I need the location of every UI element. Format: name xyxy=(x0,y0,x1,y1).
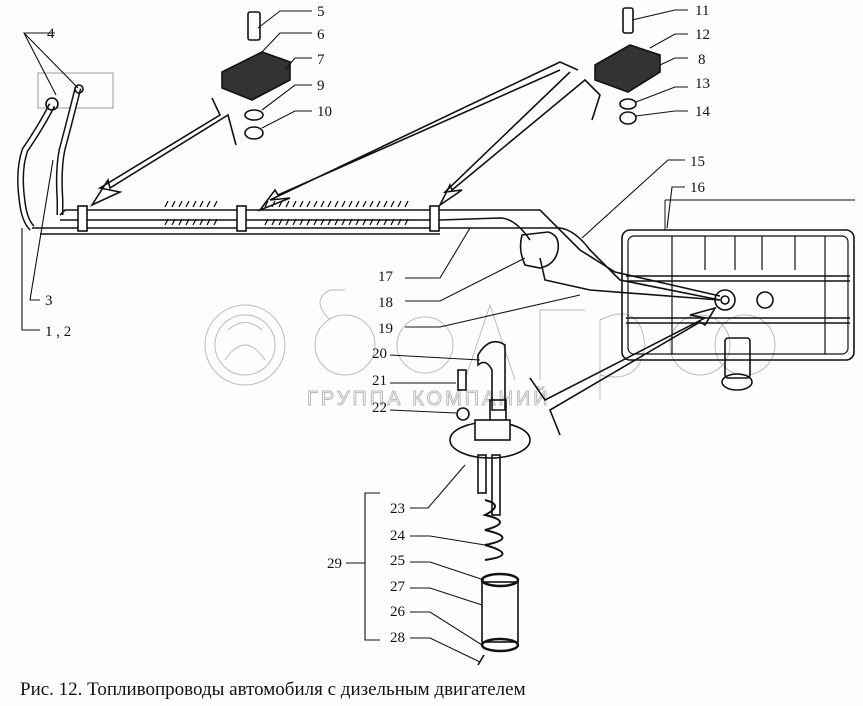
callout-27: 27 xyxy=(390,579,406,595)
watermark-subtitle: ГРУППА КОМПАНИЙ xyxy=(307,386,551,410)
fuel-intake-flange xyxy=(714,289,736,311)
callout-20: 20 xyxy=(372,346,387,362)
arrow-to-clamp-middle xyxy=(257,61,579,212)
callout-28: 28 xyxy=(390,630,405,646)
callout-13: 13 xyxy=(695,76,710,92)
callout-26: 26 xyxy=(390,604,406,620)
callout-22: 22 xyxy=(372,400,387,416)
arrow-to-clamp-right xyxy=(437,71,601,208)
tank-filter-housing xyxy=(724,337,751,379)
fuel-fine-filter xyxy=(519,231,560,269)
line-art xyxy=(17,7,855,666)
callout-9: 9 xyxy=(317,78,325,94)
intake-elbow xyxy=(477,340,506,411)
callout-6: 6 xyxy=(317,27,325,43)
pipe-clamp xyxy=(77,205,88,232)
callout-labels: 1 , 2 3 4 5 6 7 9 10 11 12 8 13 14 15 16… xyxy=(45,3,711,646)
callout-18: 18 xyxy=(378,295,393,311)
callout-23: 23 xyxy=(390,501,405,517)
arrow-to-clamp-left xyxy=(89,97,237,207)
callout-24: 24 xyxy=(390,528,406,544)
fuel-level-sensor xyxy=(756,291,774,309)
callout-25: 25 xyxy=(390,553,405,569)
callout-4: 4 xyxy=(47,26,55,42)
banjo-fitting xyxy=(74,84,84,94)
callout-11: 11 xyxy=(695,3,709,19)
figure-caption: Рис. 12. Топливопроводы автомобиля с диз… xyxy=(20,679,526,700)
callout-10: 10 xyxy=(317,104,332,120)
clamp-kit-right xyxy=(594,7,661,125)
washer xyxy=(456,407,470,421)
callout-3: 3 xyxy=(45,293,53,309)
arrow-to-tank xyxy=(529,306,717,436)
callout-17: 17 xyxy=(378,269,394,285)
clamp-kit-left xyxy=(221,11,291,140)
banjo-fitting xyxy=(45,97,59,111)
callout-16: 16 xyxy=(690,180,706,196)
spring-guards xyxy=(164,200,409,226)
strainer-filter xyxy=(481,581,519,643)
callout-5: 5 xyxy=(317,4,325,20)
leader-lines xyxy=(21,9,688,663)
callout-29: 29 xyxy=(327,556,342,572)
callout-14: 14 xyxy=(695,104,711,120)
fuel-tank xyxy=(621,199,855,391)
callout-1-2: 1 , 2 xyxy=(45,324,71,340)
callout-7: 7 xyxy=(317,52,325,68)
callout-8: 8 xyxy=(698,52,706,68)
screw xyxy=(457,369,467,391)
callout-19: 19 xyxy=(378,321,393,337)
pipe-clamp xyxy=(429,205,440,232)
callout-21: 21 xyxy=(372,373,387,389)
watermark: ГРУППА КОМПАНИЙ xyxy=(204,289,776,411)
pipe-clamp xyxy=(236,205,247,232)
spring xyxy=(482,499,504,561)
callout-15: 15 xyxy=(690,154,705,170)
callout-12: 12 xyxy=(695,27,710,43)
